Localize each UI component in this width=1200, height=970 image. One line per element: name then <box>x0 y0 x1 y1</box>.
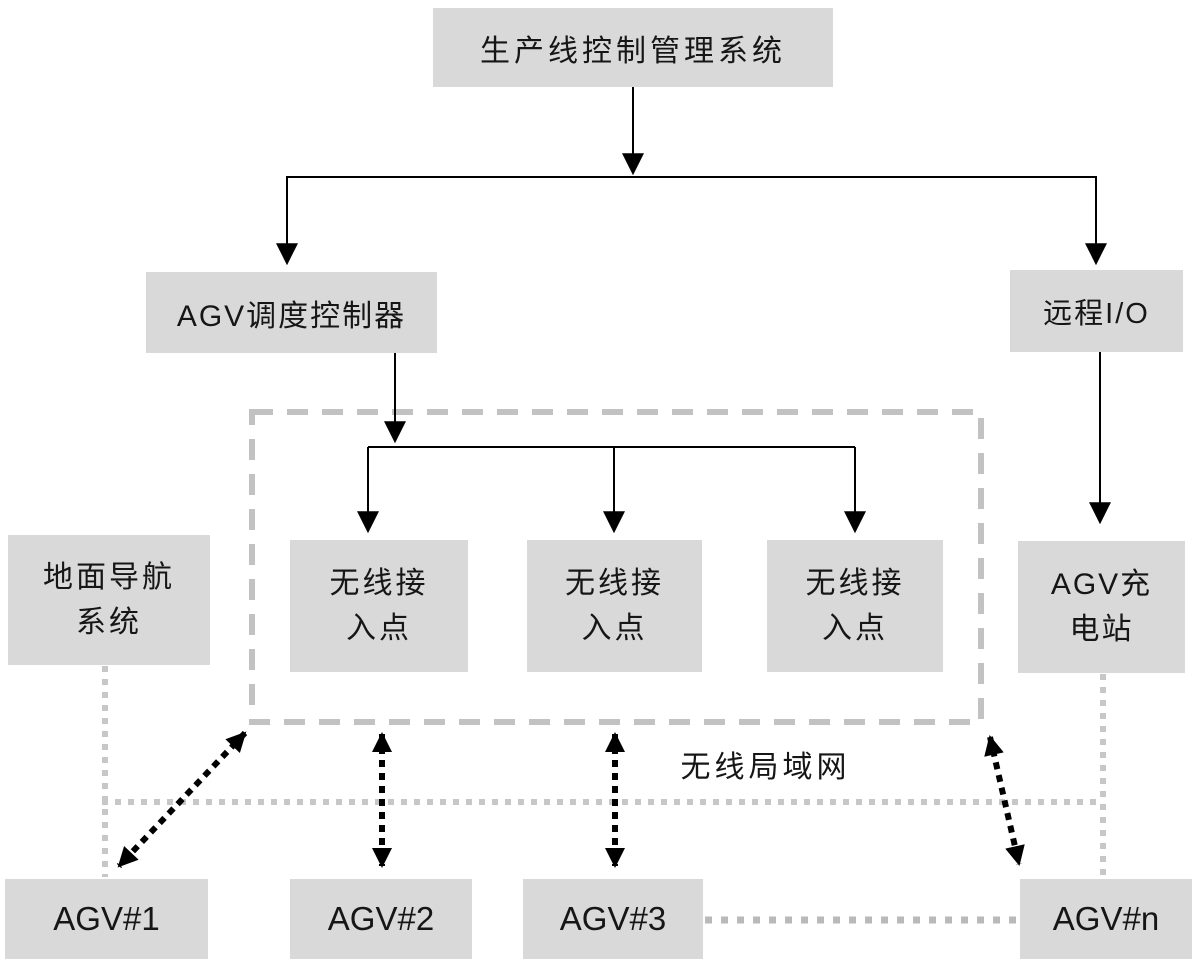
wlan-label: 无线局域网 <box>680 751 851 784</box>
node-charger: AGV充 电站 <box>1018 541 1185 673</box>
node-remote-io-label: 远程I/O <box>1043 298 1150 330</box>
node-ap-1-line2: 入点 <box>346 612 412 645</box>
node-ap-1-line1: 无线接 <box>329 567 429 600</box>
node-ap-2-line1: 无线接 <box>565 567 664 600</box>
node-ground-nav: 地面导航 系统 <box>8 535 210 665</box>
node-agv-1: AGV#1 <box>5 879 208 959</box>
node-charger-line1: AGV充 <box>1050 568 1153 601</box>
node-production-system-label: 生产线控制管理系统 <box>480 34 786 68</box>
wireless-link-agvn <box>984 735 1025 866</box>
node-ap-3-line1: 无线接 <box>805 567 905 600</box>
node-ap-1: 无线接 入点 <box>290 540 468 672</box>
node-agv-3: AGV#3 <box>523 879 703 959</box>
wlan-boundary-box <box>249 409 984 725</box>
node-agv-n: AGV#n <box>1020 879 1192 959</box>
node-charger-line2: 电站 <box>1069 613 1134 646</box>
node-ground-nav-line1: 地面导航 <box>43 561 175 594</box>
node-ground-nav-line2: 系统 <box>76 606 142 639</box>
node-agv-2: AGV#2 <box>290 879 472 959</box>
node-agv-n-label: AGV#n <box>1052 900 1160 937</box>
node-ap-3: 无线接 入点 <box>767 540 943 672</box>
node-ap-2-line2: 入点 <box>581 612 648 645</box>
node-agv-2-label: AGV#2 <box>327 900 435 937</box>
node-agv-3-label: AGV#3 <box>559 900 667 937</box>
node-agv-controller: AGV调度控制器 <box>146 272 437 353</box>
node-remote-io: 远程I/O <box>1010 270 1183 352</box>
node-agv-1-label: AGV#1 <box>53 900 160 937</box>
node-agv-controller-label: AGV调度控制器 <box>176 299 407 333</box>
node-ap-2: 无线接 入点 <box>527 540 702 672</box>
wireless-link-agv1 <box>116 730 248 869</box>
node-production-system: 生产线控制管理系统 <box>433 8 833 87</box>
node-ap-3-line2: 入点 <box>822 612 888 645</box>
